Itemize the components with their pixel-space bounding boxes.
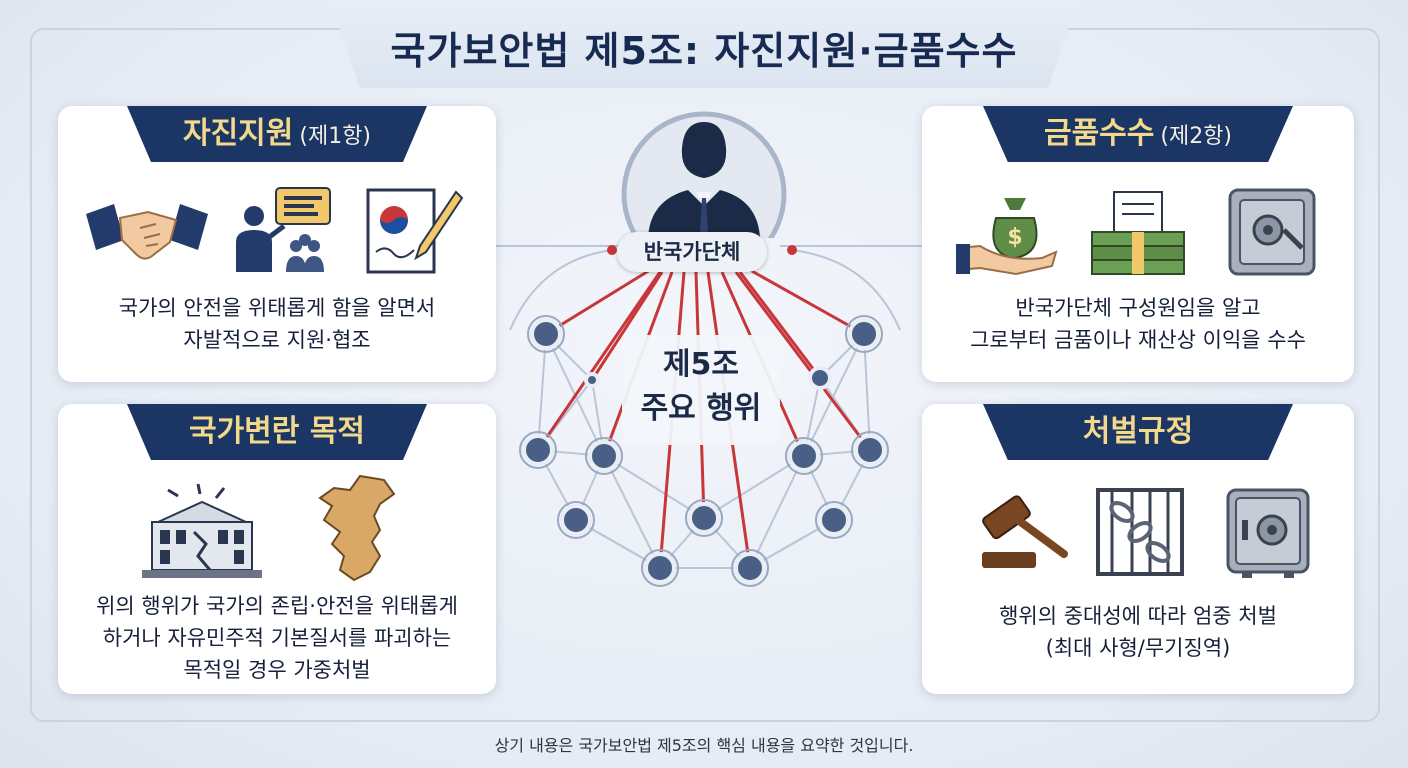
vault-icon — [1226, 488, 1310, 578]
person-silhouette-icon — [621, 111, 787, 238]
handshake-icon — [86, 204, 208, 260]
footer-note: 상기 내용은 국가보안법 제5조의 핵심 내용을 요약한 것입니다. — [494, 736, 914, 755]
card-description: 반국가단체 구성원임을 알고 그로부터 금품이나 재산상 이익을 수수 — [970, 296, 1306, 352]
card-description: 국가의 안전을 위태롭게 함을 알면서 자발적으로 지원·협조 — [118, 296, 436, 352]
damaged-building-icon — [142, 483, 262, 578]
card-subversion-purpose: 국가변란 목적 위의 행위가 국가의 존립·안전을 위태롭게 하거나 자유민주적… — [58, 404, 496, 694]
card-penalty: 처벌규정 행위의 중대성에 따라 엄중 처벌 (최대 사형/무기징역) — [922, 404, 1354, 694]
card-bribe-receipt: 금품수수(제2항) $ 반국가단체 구성원임을 알고 그로부터 금품이나 재산상… — [922, 106, 1354, 382]
card-description: 위의 행위가 국가의 존립·안전을 위태롭게 하거나 자유민주적 기본질서를 파… — [96, 594, 458, 682]
card-banner: 국가변란 목적 — [127, 404, 427, 460]
card-heading: 금품수수 — [1043, 116, 1155, 151]
korea-map-icon — [318, 474, 396, 582]
card-banner: 처벌규정 — [983, 404, 1293, 460]
card-banner: 자진지원(제1항) — [127, 106, 427, 162]
chains-icon — [1096, 488, 1184, 576]
card-banner: 금품수수(제2항) — [983, 106, 1293, 162]
presenter-icon — [236, 187, 331, 272]
document-signing-icon — [366, 188, 464, 274]
card-subheading: (제1항) — [299, 124, 372, 149]
safe-icon — [1228, 188, 1316, 276]
money-bag-icon: $ — [956, 198, 1058, 276]
center-core-line2: 주요 행위 — [640, 391, 762, 426]
title-tab — [330, 0, 1078, 88]
cash-stack-icon — [1091, 191, 1185, 275]
card-heading: 국가변란 목적 — [188, 414, 366, 449]
anti-state-org-label: 반국가단체 — [617, 232, 767, 272]
card-heading: 자진지원 — [182, 116, 294, 151]
card-subheading: (제2항) — [1160, 124, 1233, 149]
center-core-box: 제5조 주요 행위 — [622, 335, 780, 445]
center-core-line1: 제5조 — [662, 347, 740, 382]
gavel-icon — [982, 495, 1068, 568]
card-voluntary-support: 자진지원(제1항) 국가의 안전을 위태롭게 함을 알면서 자발적으로 지원·협… — [58, 106, 496, 382]
card-heading: 처벌규정 — [1082, 414, 1194, 449]
card-description: 행위의 중대성에 따라 엄중 처벌 (최대 사형/무기징역) — [999, 604, 1277, 660]
svg-text:$: $ — [1007, 225, 1022, 250]
page-title: 국가보안법 제5조: 자진지원·금품수수 — [390, 29, 1018, 73]
